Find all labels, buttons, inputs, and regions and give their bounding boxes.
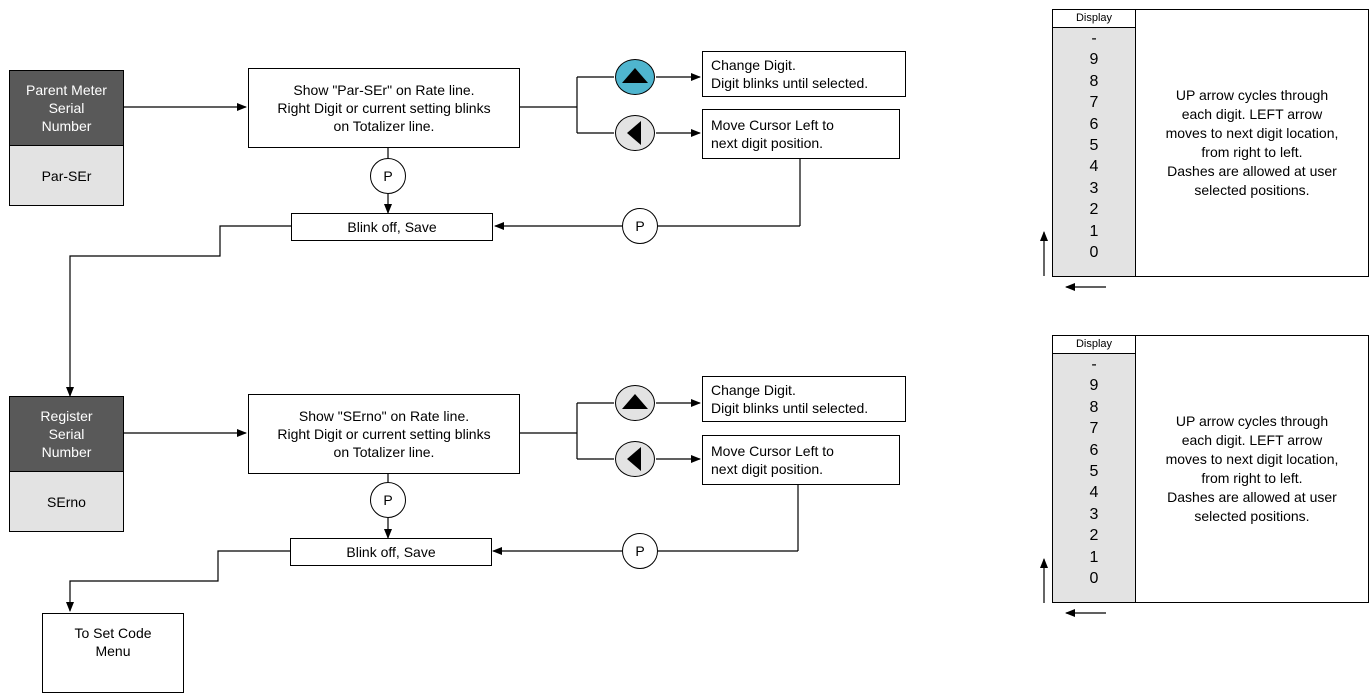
up-arrow-button[interactable] [615, 59, 655, 95]
p-button-secondary[interactable]: P [622, 533, 658, 569]
change-digit-box: Change Digit. Digit blinks until selecte… [702, 376, 906, 422]
menu-code-box: SErno [9, 471, 124, 532]
digit-item: 9 [1089, 377, 1099, 395]
digit-item: 4 [1089, 158, 1099, 176]
move-cursor-box: Move Cursor Left to next digit position. [702, 109, 900, 159]
p-button-secondary[interactable]: P [622, 208, 658, 244]
digit-item: 8 [1089, 72, 1099, 90]
digit-item: 7 [1089, 94, 1099, 112]
digit-item: 3 [1089, 179, 1099, 197]
left-arrow-icon [626, 447, 641, 471]
left-arrow-button[interactable] [615, 441, 655, 477]
digit-list: - 9 8 7 6 5 4 3 2 1 0 [1053, 354, 1135, 589]
menu-title-box: Parent Meter Serial Number [9, 70, 124, 146]
digit-item: 8 [1089, 398, 1099, 416]
p-button[interactable]: P [370, 482, 406, 518]
display-description: UP arrow cycles through each digit. LEFT… [1135, 9, 1369, 277]
display-digit-column: Display - 9 8 7 6 5 4 3 2 1 0 [1052, 335, 1136, 603]
save-box: Blink off, Save [290, 538, 492, 566]
digit-item: 5 [1089, 462, 1099, 480]
left-arrow-button[interactable] [615, 115, 655, 151]
show-setting-box: Show "SErno" on Rate line. Right Digit o… [248, 394, 520, 474]
digit-item: 1 [1089, 548, 1099, 566]
digit-item: 0 [1089, 243, 1099, 261]
up-arrow-icon [622, 68, 648, 83]
set-code-menu-box: To Set Code Menu [42, 613, 184, 693]
digit-item: 9 [1089, 51, 1099, 69]
digit-item: 7 [1089, 420, 1099, 438]
digit-item: 4 [1089, 484, 1099, 502]
display-description: UP arrow cycles through each digit. LEFT… [1135, 335, 1369, 603]
digit-item: - [1091, 30, 1097, 47]
arrow-save1-to-menu2 [66, 225, 291, 397]
arrow-save2-to-end [66, 550, 290, 612]
display-header: Display [1053, 336, 1135, 354]
change-digit-box: Change Digit. Digit blinks until selecte… [702, 51, 906, 97]
digit-item: 6 [1089, 115, 1099, 133]
show-setting-box: Show "Par-SEr" on Rate line. Right Digit… [248, 68, 520, 148]
move-cursor-box: Move Cursor Left to next digit position. [702, 435, 900, 485]
menu-code-box: Par-SEr [9, 145, 124, 206]
display-digit-column: Display - 9 8 7 6 5 4 3 2 1 0 [1052, 9, 1136, 277]
digit-item: 2 [1089, 201, 1099, 219]
digit-item: 5 [1089, 136, 1099, 154]
display-header: Display [1053, 10, 1135, 28]
digit-item: 0 [1089, 569, 1099, 587]
save-box: Blink off, Save [291, 213, 493, 241]
digit-item: 3 [1089, 505, 1099, 523]
digit-item: 2 [1089, 527, 1099, 545]
up-arrow-icon [622, 394, 648, 409]
up-arrow-button[interactable] [615, 385, 655, 421]
p-button[interactable]: P [370, 158, 406, 194]
digit-item: 6 [1089, 441, 1099, 459]
digit-list: - 9 8 7 6 5 4 3 2 1 0 [1053, 28, 1135, 263]
menu-title-box: Register Serial Number [9, 396, 124, 472]
digit-item: 1 [1089, 222, 1099, 240]
digit-item: - [1091, 356, 1097, 373]
left-arrow-icon [626, 121, 641, 145]
